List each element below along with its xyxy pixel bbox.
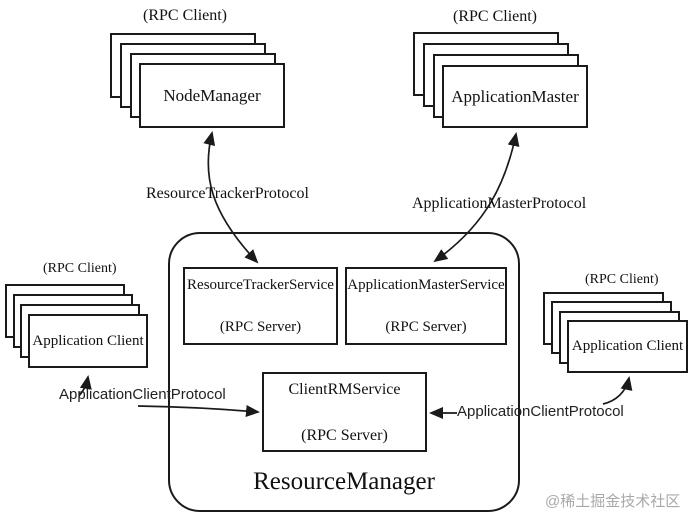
rpc-client-label-node-manager: (RPC Client) bbox=[143, 7, 228, 24]
application-master-box: ApplicationMaster bbox=[442, 65, 588, 128]
watermark: @稀土掘金技术社区 bbox=[545, 493, 681, 510]
node-manager-box: NodeManager bbox=[139, 63, 285, 128]
app-client-left-box: Application Client bbox=[28, 314, 148, 368]
arrow-right-client-up bbox=[602, 376, 633, 405]
resource-tracker-service-name: ResourceTrackerService bbox=[187, 276, 334, 293]
resource-manager-title: ResourceManager bbox=[253, 468, 435, 495]
application-master-protocol-label: ApplicationMasterProtocol bbox=[412, 195, 587, 212]
resource-tracker-service-role: (RPC Server) bbox=[219, 318, 302, 335]
app-client-left-title: Application Client bbox=[32, 332, 144, 349]
app-client-right-title: Application Client bbox=[571, 338, 684, 354]
application-master-service-box: ApplicationMasterService (RPC Server) bbox=[345, 267, 507, 345]
app-client-right-box: Application Client bbox=[567, 320, 688, 373]
client-rm-service-role: (RPC Server) bbox=[301, 426, 388, 444]
rpc-client-label-app-client-left: (RPC Client) bbox=[43, 261, 117, 276]
resource-tracker-protocol-label: ResourceTrackerProtocol bbox=[146, 185, 309, 202]
resource-manager-container bbox=[168, 232, 520, 512]
client-rm-service-box: ClientRMService (RPC Server) bbox=[262, 372, 427, 452]
resource-tracker-service-box: ResourceTrackerService (RPC Server) bbox=[183, 267, 338, 345]
application-client-protocol-label-right: ApplicationClientProtocol bbox=[457, 403, 624, 420]
rpc-client-label-application-master: (RPC Client) bbox=[453, 8, 538, 25]
node-manager-title: NodeManager bbox=[163, 85, 261, 105]
rpc-client-label-app-client-right: (RPC Client) bbox=[585, 272, 659, 287]
application-client-protocol-label-left: ApplicationClientProtocol bbox=[59, 386, 226, 403]
application-master-service-name: ApplicationMasterService bbox=[347, 276, 505, 293]
application-master-title: ApplicationMaster bbox=[451, 86, 579, 106]
application-master-service-role: (RPC Server) bbox=[385, 318, 467, 335]
client-rm-service-name: ClientRMService bbox=[288, 380, 401, 398]
